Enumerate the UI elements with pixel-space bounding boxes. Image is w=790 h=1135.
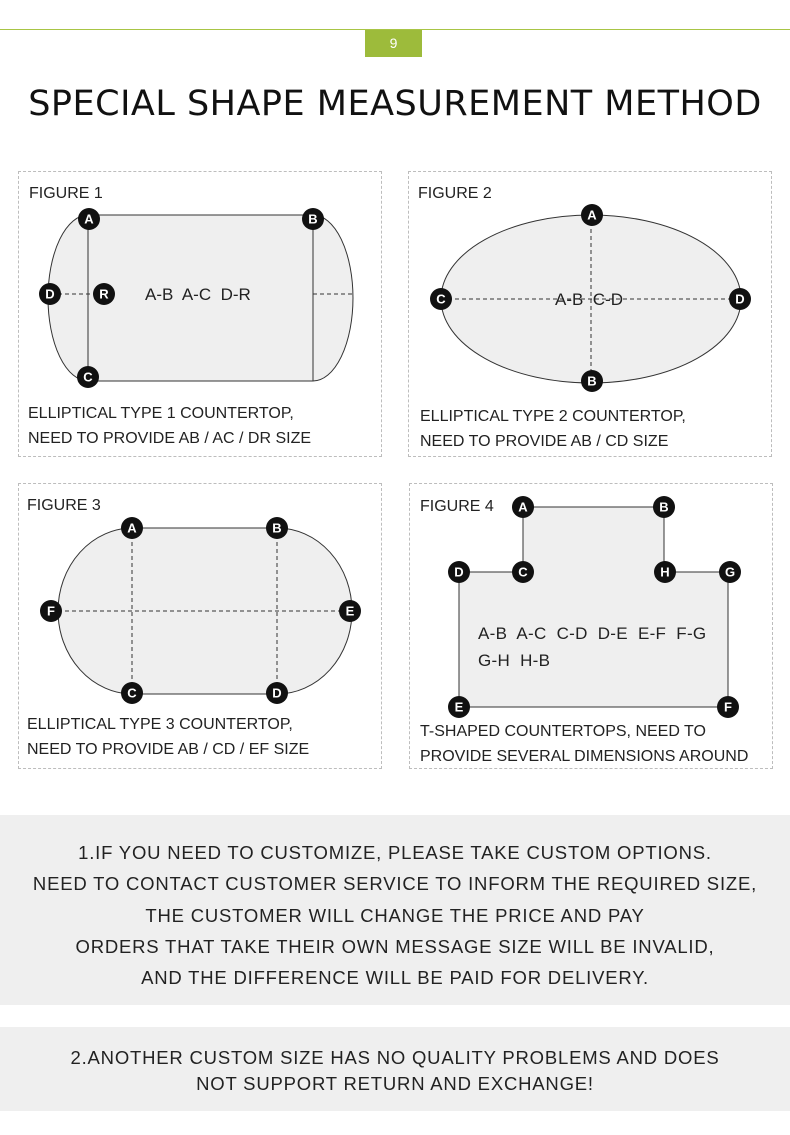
svg-text:C: C [83,370,93,385]
svg-text:D: D [45,287,54,302]
svg-text:D: D [735,292,744,307]
marker-f: F [40,600,62,622]
svg-text:F: F [47,604,55,619]
marker-e: E [339,600,361,622]
figure-2-dimensions: A-B C-D [555,290,623,309]
svg-text:A: A [84,212,94,227]
marker-a: A [78,208,100,230]
figure-2-panel: A B C D A-B C-D FIGURE 2 ELLIPTICAL TYPE… [408,171,772,457]
marker-r: R [93,283,115,305]
figure-1-caption: ELLIPTICAL TYPE 1 COUNTERTOP, NEED TO PR… [28,405,312,447]
svg-text:E: E [346,604,355,619]
marker-c: C [512,561,534,583]
marker-g: G [719,561,741,583]
top-divider [0,29,790,30]
figure-1-panel: A B C D R A-B A-C D-R FIGURE 1 ELLIPTICA… [18,171,382,457]
figure-1-label: FIGURE 1 [29,185,103,202]
figure-1-dimensions: A-B A-C D-R [145,285,251,304]
figure-1-diagram: A B C D R A-B A-C D-R [39,208,354,388]
figure-4-dimensions: A-B A-C C-D D-E E-F F-G G-H H-B [478,624,707,670]
marker-b: B [302,208,324,230]
marker-d: D [729,288,751,310]
marker-c: C [430,288,452,310]
page-title: SPECIAL SHAPE MEASUREMENT METHOD [28,84,762,124]
marker-a: A [121,517,143,539]
figure-4-caption: T-SHAPED COUNTERTOPS, NEED TO PROVIDE SE… [420,723,749,765]
figure-2-caption: ELLIPTICAL TYPE 2 COUNTERTOP, NEED TO PR… [420,408,686,450]
figure-2-label: FIGURE 2 [418,185,492,202]
marker-b: B [266,517,288,539]
marker-d: D [448,561,470,583]
svg-text:C: C [436,292,446,307]
figure-3-diagram: A B C D E F [40,517,361,704]
svg-text:D: D [454,565,463,580]
marker-d: D [39,283,61,305]
custom-size-notice: 1.IF YOU NEED TO CUSTOMIZE, PLEASE TAKE … [0,815,790,1005]
svg-text:B: B [308,212,317,227]
svg-text:H: H [660,565,669,580]
svg-text:B: B [659,500,668,515]
svg-text:E: E [455,700,464,715]
svg-text:A: A [518,500,528,515]
marker-c: C [77,366,99,388]
svg-text:B: B [272,521,281,536]
svg-text:F: F [724,700,732,715]
svg-text:B: B [587,374,596,389]
marker-b: B [581,370,603,392]
svg-text:G: G [725,565,735,580]
figure-3-label: FIGURE 3 [27,497,101,514]
figure-3-caption: ELLIPTICAL TYPE 3 COUNTERTOP, NEED TO PR… [27,716,310,758]
marker-d: D [266,682,288,704]
marker-b: B [653,496,675,518]
svg-text:C: C [518,565,528,580]
figure-4-shape [458,506,729,708]
svg-text:R: R [99,287,109,302]
figure-2-diagram: A B C D A-B C-D [430,204,751,392]
figure-3-panel: A B C D E F FIGURE 3 ELLIPTICAL TYPE 3 C… [18,483,382,769]
marker-h: H [654,561,676,583]
marker-a: A [581,204,603,226]
marker-a: A [512,496,534,518]
return-policy-notice: 2.ANOTHER CUSTOM SIZE HAS NO QUALITY PRO… [0,1027,790,1111]
svg-text:D: D [272,686,281,701]
svg-text:A: A [587,208,597,223]
marker-f: F [717,696,739,718]
figure-4-diagram: A B C D E F G H [448,496,741,718]
marker-c: C [121,682,143,704]
figure-4-panel: A B C D E F G H FIGURE 4 A-B A-C C-D D-E… [409,483,773,769]
figure-4-label: FIGURE 4 [420,498,494,515]
svg-text:C: C [127,686,137,701]
svg-text:A: A [127,521,137,536]
marker-e: E [448,696,470,718]
page-number-badge: 9 [365,30,422,57]
